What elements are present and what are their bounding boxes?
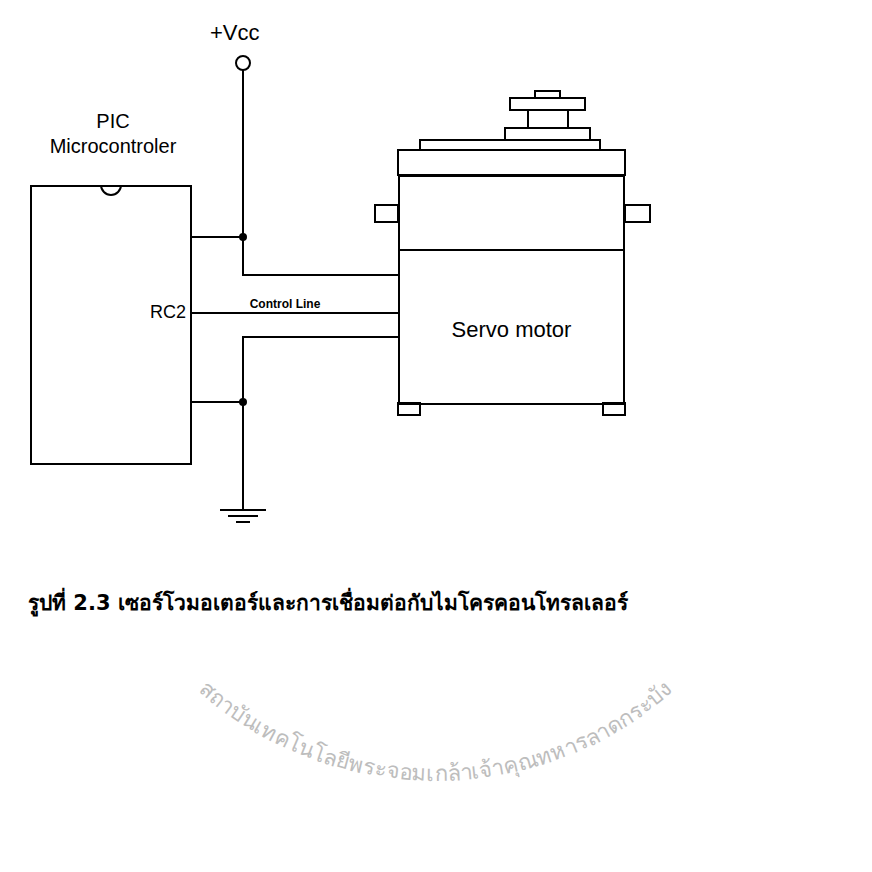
servo-motor-box: Servo motor bbox=[398, 175, 625, 405]
node-label: PIC Microcontroler bbox=[38, 109, 188, 159]
ground-wire bbox=[242, 402, 244, 510]
servo-body bbox=[375, 91, 650, 415]
watermark: สถาบันเทคโนโลยีพระจอมเกล้าเจ้าคุณทหารลาด… bbox=[195, 676, 677, 786]
mount-ear bbox=[375, 205, 398, 222]
microcontroller-chip: PIC Microcontroler bbox=[30, 185, 192, 465]
vcc-wire bbox=[242, 70, 244, 237]
wire-label: Control Line bbox=[249, 298, 322, 310]
figure-caption: รูปที่ 2.3 เซอร์โวมอเตอร์และการเชื่อมต่อ… bbox=[28, 586, 628, 619]
servo-lid bbox=[398, 150, 625, 175]
output-gear bbox=[505, 128, 590, 140]
case-seam bbox=[398, 249, 625, 251]
node-label: Servo motor bbox=[400, 317, 623, 343]
ground-symbol bbox=[236, 521, 250, 523]
supply-wire bbox=[192, 237, 398, 275]
pin-name: RC2 bbox=[150, 302, 186, 323]
mount-ear bbox=[625, 205, 650, 222]
ground-wire bbox=[192, 337, 398, 402]
output-shaft bbox=[528, 110, 568, 128]
supply-label: +Vcc bbox=[210, 20, 260, 46]
servo-plate bbox=[420, 140, 600, 150]
vcc-terminal bbox=[236, 56, 250, 70]
control-wire bbox=[192, 312, 398, 314]
ground-symbol bbox=[228, 515, 258, 517]
spline bbox=[535, 91, 560, 98]
ground-symbol bbox=[220, 509, 266, 511]
watermark-text: สถาบันเทคโนโลยีพระจอมเกล้าเจ้าคุณทหารลาด… bbox=[195, 676, 677, 786]
servo-horn bbox=[510, 98, 585, 110]
